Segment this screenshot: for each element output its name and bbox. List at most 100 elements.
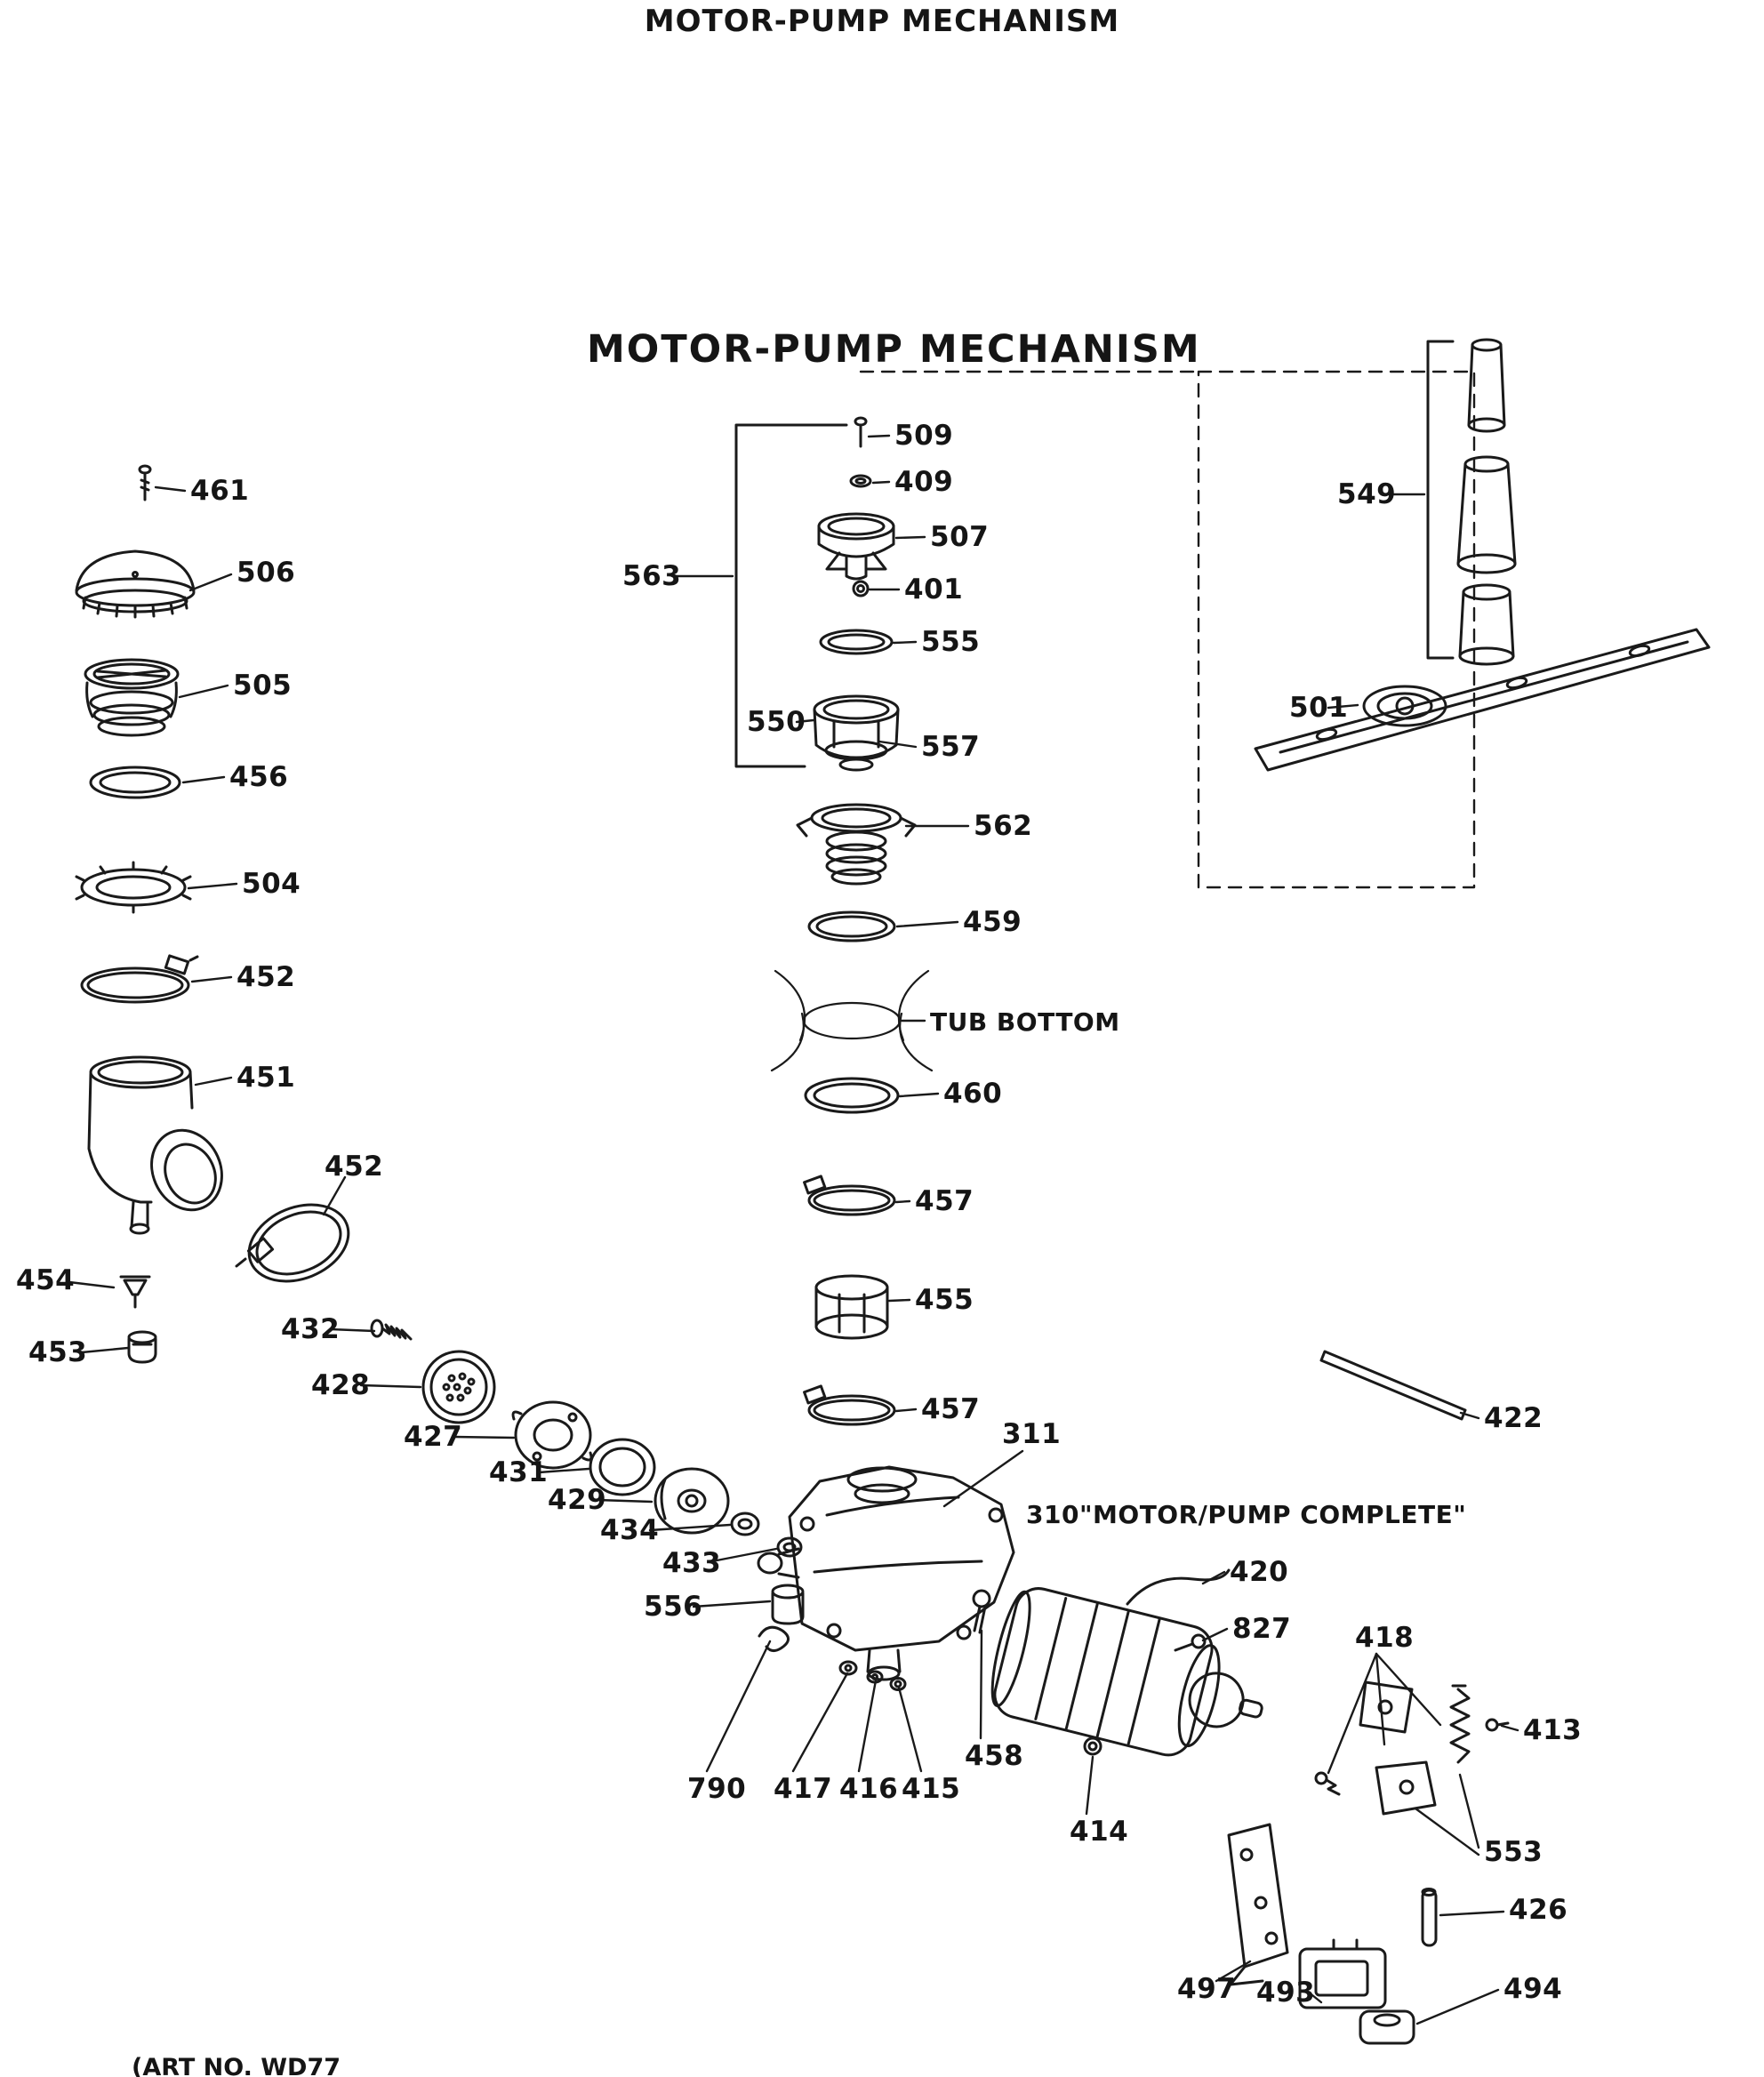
part-label-553: 553 (1484, 1836, 1544, 1868)
part-label-494: 494 (1503, 1973, 1563, 2005)
part-label-460: 460 (943, 1078, 1003, 1110)
part-505-filter (84, 658, 180, 737)
part-414-bolt (1083, 1736, 1102, 1756)
part-452a-clamp (80, 954, 199, 1004)
part-label-556: 556 (644, 1591, 703, 1623)
part-label-426: 426 (1509, 1894, 1568, 1926)
part-label-507: 507 (930, 521, 990, 553)
bracket-549 (1426, 340, 1455, 660)
part-label-310: 310"MOTOR/PUMP COMPLETE" (1026, 1500, 1467, 1529)
part-493-solenoid (1298, 1938, 1387, 2009)
part-504-lock-ring (75, 861, 192, 914)
part-label-790: 790 (687, 1773, 747, 1805)
part-label-458: 458 (965, 1740, 1024, 1772)
part-label-453: 453 (28, 1336, 88, 1368)
part-label-505: 505 (233, 670, 293, 702)
part-506-cap (75, 549, 196, 619)
part-label-504: 504 (242, 868, 301, 900)
part-494-cap (1359, 2009, 1415, 2045)
part-790-clip (758, 1625, 790, 1653)
part-432-screw (370, 1319, 413, 1341)
part-456-oring (89, 766, 181, 799)
part-label-452-a: 452 (237, 961, 296, 993)
part-553-spring (1449, 1684, 1471, 1764)
part-label-420: 420 (1230, 1556, 1289, 1588)
part-label-414: 414 (1070, 1816, 1129, 1848)
part-434-bearing (730, 1512, 760, 1536)
part-label-429: 429 (548, 1484, 607, 1516)
page-title: MOTOR-PUMP MECHANISM (644, 4, 1120, 39)
part-562-seal (796, 803, 917, 886)
part-401-nut (852, 580, 870, 597)
part-label-432: 432 (281, 1313, 341, 1345)
part-label-401: 401 (904, 573, 964, 605)
part-418-bracket-assembly (1359, 1680, 1437, 1816)
part-550-557-impeller-assembly (813, 694, 900, 772)
part-451-elbow (87, 1055, 223, 1235)
part-417-washer (838, 1660, 858, 1676)
part-label-433: 433 (662, 1547, 722, 1579)
part-549-tubes (1456, 338, 1517, 666)
part-310-motor (990, 1587, 1263, 1757)
part-label-501: 501 (1289, 692, 1349, 724)
part-label-827: 827 (1232, 1613, 1292, 1645)
part-label-434: 434 (600, 1514, 660, 1546)
part-413-screw (1485, 1718, 1510, 1732)
part-509-screw (854, 416, 868, 448)
part-311-pump-housing (757, 1465, 1015, 1681)
part-label-461: 461 (190, 475, 250, 507)
part-455-coupling (814, 1274, 889, 1340)
part-458-bolt (972, 1589, 991, 1634)
part-label-549: 549 (1337, 478, 1397, 510)
part-label-tub-bottom: TUB BOTTOM (930, 1007, 1120, 1037)
part-453-plug (127, 1330, 157, 1364)
part-label-455: 455 (915, 1284, 974, 1316)
part-label-550: 550 (747, 706, 806, 738)
part-label-454: 454 (16, 1264, 76, 1296)
part-422-rod (1319, 1350, 1467, 1421)
part-label-506: 506 (237, 557, 296, 589)
part-501-spray-arm (1254, 628, 1711, 772)
part-416-washer (866, 1670, 884, 1684)
part-label-418: 418 (1355, 1622, 1415, 1654)
part-459-ring (807, 910, 896, 942)
bracket-563 (734, 423, 848, 768)
part-457b-clamp (803, 1384, 896, 1426)
part-429-cover (653, 1467, 730, 1535)
part-454-fitting (119, 1275, 151, 1309)
part-label-497: 497 (1177, 1973, 1237, 2005)
part-428-impeller (421, 1350, 496, 1424)
part-label-456: 456 (229, 761, 289, 793)
part-label-457-a: 457 (915, 1185, 974, 1217)
part-label-413: 413 (1523, 1714, 1583, 1746)
part-label-457-b: 457 (921, 1393, 981, 1425)
part-497-bracket (1227, 1823, 1289, 1986)
part-555-oring (819, 629, 894, 655)
part-label-557: 557 (921, 731, 981, 763)
part-label-311: 311 (1002, 1418, 1062, 1450)
dashed-reference-box (859, 370, 1476, 889)
part-label-562: 562 (974, 810, 1033, 842)
part-label-415: 415 (902, 1773, 961, 1805)
part-label-422: 422 (1484, 1402, 1544, 1434)
part-461-screw (138, 464, 152, 501)
leader-lines (68, 434, 1519, 2025)
diagram-title: MOTOR-PUMP MECHANISM (587, 327, 1201, 372)
part-452b-clamp (235, 1203, 350, 1283)
part-label-493: 493 (1256, 1977, 1316, 2009)
part-827-screw (1174, 1633, 1207, 1652)
part-431-seal-ring (589, 1438, 656, 1496)
part-label-409: 409 (894, 466, 954, 498)
part-label-427: 427 (404, 1421, 463, 1453)
part-label-428: 428 (311, 1369, 371, 1401)
part-label-555: 555 (921, 626, 981, 658)
tub-bottom-surface (770, 969, 934, 1072)
part-label-417: 417 (774, 1773, 833, 1805)
part-label-509: 509 (894, 420, 954, 452)
part-label-459: 459 (963, 906, 1022, 938)
part-label-416: 416 (839, 1773, 899, 1805)
part-507-hub (817, 512, 895, 581)
part-label-451: 451 (237, 1062, 296, 1094)
